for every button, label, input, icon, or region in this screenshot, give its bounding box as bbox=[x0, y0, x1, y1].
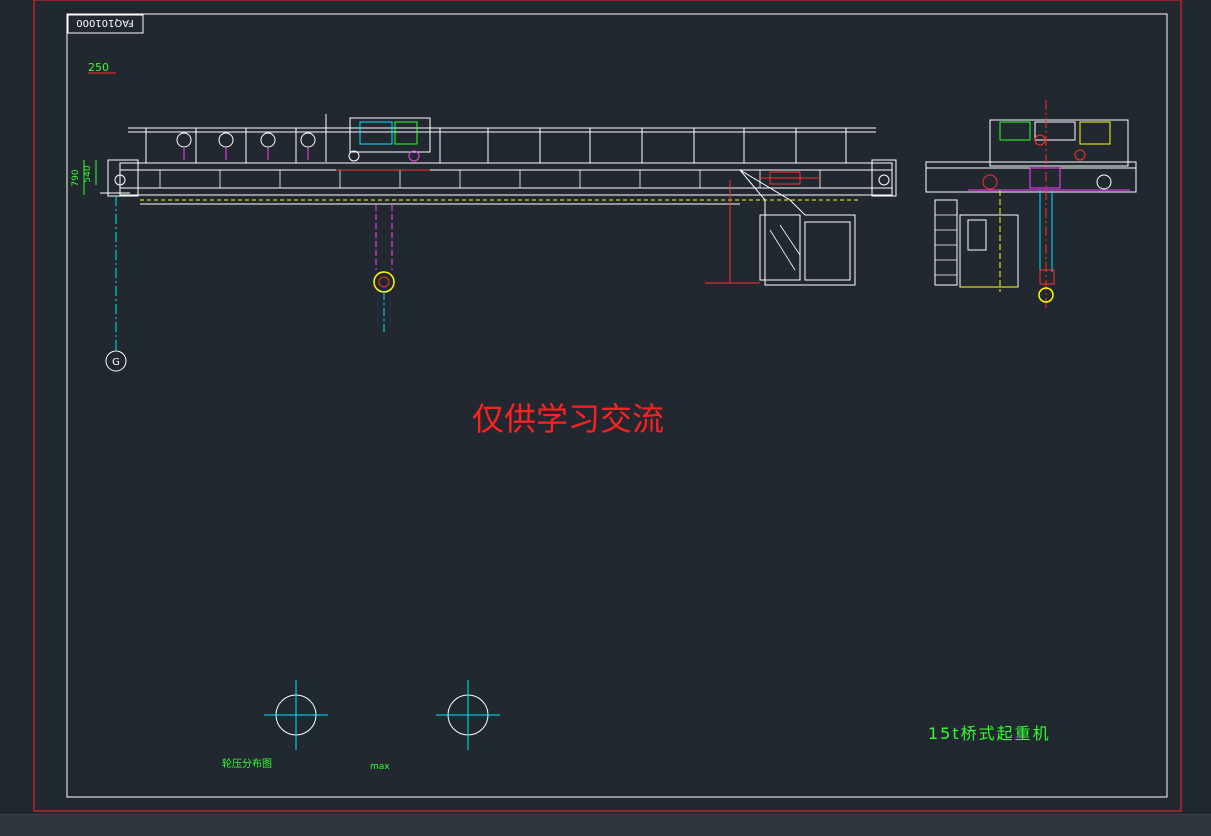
dim-790: 790 bbox=[71, 169, 81, 186]
axis-label: G bbox=[112, 357, 120, 368]
code-box bbox=[67, 14, 144, 34]
drawing-svg: FAQ101000 250 bbox=[33, 0, 1182, 812]
dim-540: 540 bbox=[83, 165, 93, 182]
bridge-elevation: 790 540 bbox=[71, 114, 897, 350]
drawing-title: 15t桥式起重机 bbox=[928, 724, 1051, 743]
side-elevation bbox=[925, 100, 1137, 310]
scale-note: 250 bbox=[88, 61, 109, 74]
wheel-load-diagram bbox=[264, 680, 500, 750]
wheel-label: 轮压分布图 bbox=[222, 757, 272, 770]
cad-model-space[interactable]: FAQ101000 250 bbox=[0, 0, 1211, 814]
axis-bubble bbox=[105, 350, 127, 372]
max-label: max bbox=[370, 762, 390, 772]
watermark-text: 仅供学习交流 bbox=[472, 400, 664, 438]
status-bar bbox=[0, 814, 1211, 836]
drawing-code: FAQ101000 bbox=[76, 17, 134, 28]
outer-frame bbox=[33, 0, 1182, 812]
inner-frame bbox=[66, 13, 1168, 798]
